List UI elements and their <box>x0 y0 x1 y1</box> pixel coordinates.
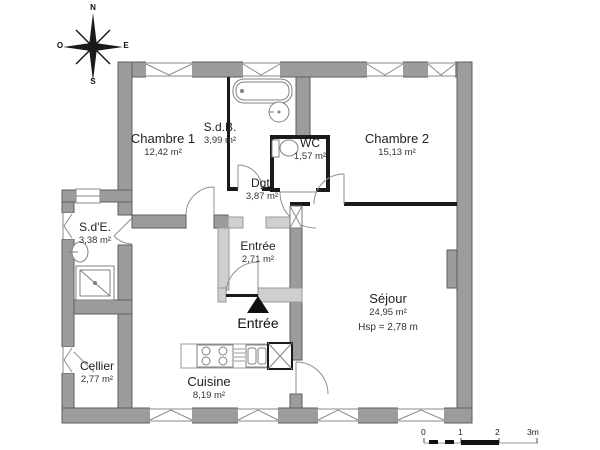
drainer-icon <box>234 348 245 362</box>
compass-rose-icon <box>63 13 123 81</box>
compass-north-label: N <box>90 3 96 12</box>
compass-west-label: O <box>56 41 64 50</box>
door-chambre2 <box>313 173 345 205</box>
washbasin-sdb-icon <box>268 101 290 123</box>
window-chambre2-left <box>366 61 404 78</box>
scale-tick-1: 1 <box>458 427 463 437</box>
window-cuisine-left <box>149 407 193 424</box>
door-chambre1 <box>185 186 215 216</box>
scale-bar <box>423 438 538 445</box>
scale-tick-3m: 3m <box>527 427 539 437</box>
double-sink-icon <box>245 344 269 368</box>
fridge-icon <box>267 342 293 370</box>
window-sde-top <box>75 188 101 204</box>
bathtub-icon <box>232 78 293 104</box>
black-walls <box>226 77 457 297</box>
interior-walls <box>73 76 311 409</box>
window-chambre2-right <box>427 61 456 78</box>
scale-tick-0: 0 <box>421 427 426 437</box>
door-entree-main <box>225 261 259 295</box>
windows <box>61 61 456 424</box>
kitchen-counter <box>180 343 269 369</box>
glazed-door-sejour <box>289 205 303 229</box>
window-cellier <box>61 347 75 373</box>
fixtures <box>68 78 299 370</box>
light-partitions <box>217 216 303 303</box>
door-sde <box>113 217 133 245</box>
scale-tick-2: 2 <box>495 427 500 437</box>
window-chambre1 <box>145 61 193 78</box>
washbasin-sde-icon <box>68 241 89 263</box>
stove-icon <box>196 344 234 368</box>
window-sejour-left <box>317 407 359 424</box>
compass-south-label: S <box>90 77 96 86</box>
entrance-arrow-icon <box>247 296 269 313</box>
toilet-icon <box>271 139 299 158</box>
window-sdb <box>242 61 281 78</box>
window-sejour-right <box>397 407 445 424</box>
window-cuisine-right <box>237 407 279 424</box>
window-sde <box>61 213 75 239</box>
doors <box>73 164 345 395</box>
compass-east-label: E <box>123 41 129 50</box>
door-cuisine-sejour <box>295 361 329 395</box>
entrance-label: Entrée <box>237 315 279 331</box>
shower-icon <box>75 265 115 301</box>
door-cellier <box>73 351 95 373</box>
door-sdb <box>237 164 263 190</box>
